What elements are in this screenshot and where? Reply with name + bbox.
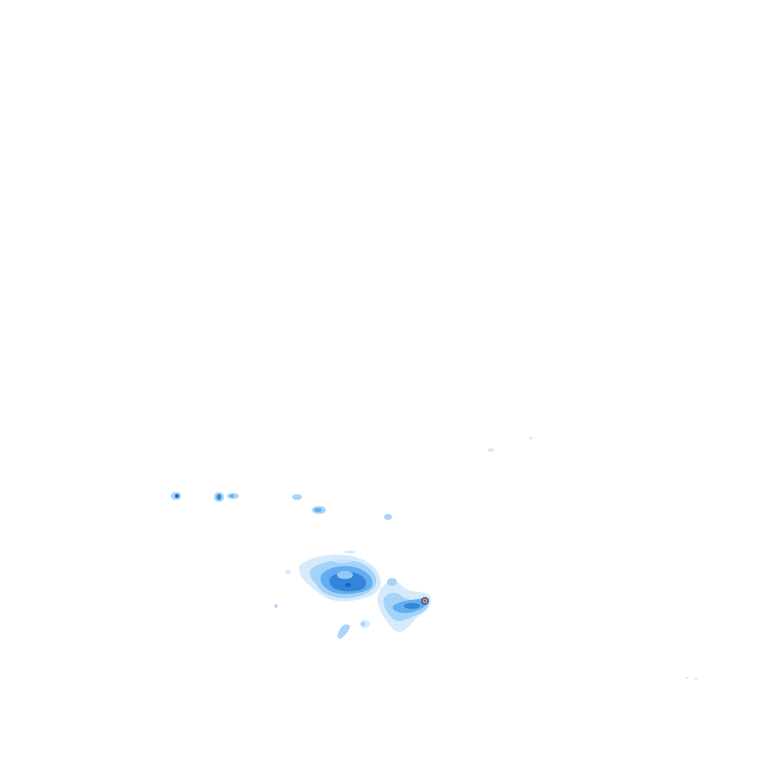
rain-echo	[344, 550, 356, 554]
rain-cell-west-1	[171, 492, 181, 500]
rain-echo	[404, 603, 420, 609]
rain-echo	[685, 677, 689, 679]
rain-echo	[285, 570, 291, 574]
rain-echo	[229, 494, 235, 498]
rain-echo	[274, 604, 278, 608]
rain-echo	[361, 622, 365, 626]
rain-echo	[292, 494, 302, 500]
rain-echo	[314, 508, 322, 512]
rain-echo	[175, 494, 179, 498]
rain-cell-west-2	[214, 492, 239, 502]
rain-echo	[216, 494, 222, 500]
rain-cell-northeast	[488, 437, 698, 680]
rain-echo	[332, 557, 352, 563]
rain-echo	[694, 678, 698, 680]
rain-cluster-main	[274, 550, 381, 608]
rain-echo	[337, 624, 350, 639]
rain-cluster-south	[337, 620, 370, 639]
rain-cell-central-1	[292, 494, 392, 520]
rain-echo	[529, 437, 533, 439]
rain-echo	[423, 599, 427, 603]
rain-echo	[337, 571, 353, 579]
rain-echo	[488, 448, 494, 452]
rain-cluster-southeast	[377, 578, 432, 632]
rain-echo	[345, 583, 351, 587]
rain-echo	[387, 578, 397, 586]
rain-echo	[384, 514, 392, 520]
